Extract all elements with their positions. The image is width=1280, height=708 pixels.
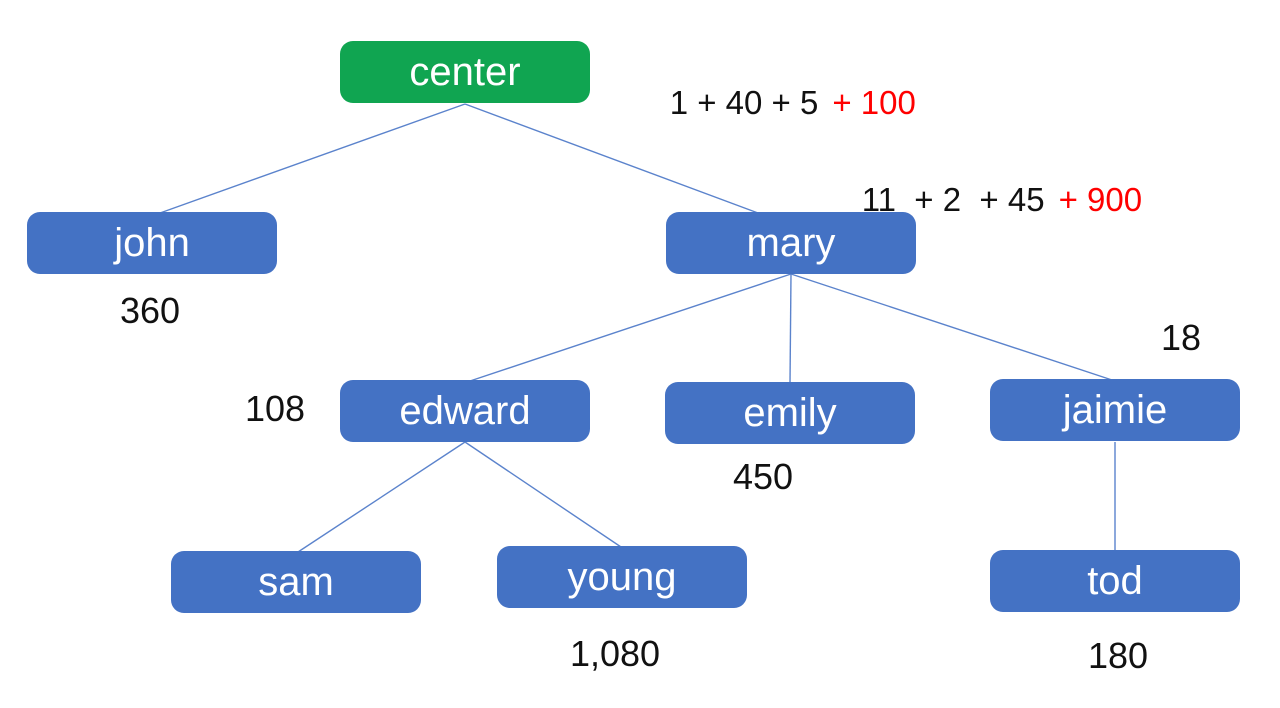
edge-mary-edward <box>469 273 792 382</box>
value-label-emily: 450 <box>732 456 794 497</box>
annotation-center-sum: 1 + 40 + 5 + 100 <box>633 53 916 152</box>
node-emily: emily <box>665 382 915 444</box>
edge-mary-jaimie <box>790 273 1113 381</box>
edge-edward-sam <box>297 441 466 553</box>
annotation-mary-sum-red: + 900 <box>1058 181 1143 218</box>
annotation-center-sum-red: + 100 <box>832 84 916 121</box>
edge-center-mary <box>464 103 759 214</box>
node-center: center <box>340 41 590 103</box>
value-label-jaimie: 18 <box>1160 317 1202 358</box>
edge-center-john <box>159 103 466 214</box>
annotation-mary-sum: 11 + 2 + 45 + 900 <box>825 150 1142 249</box>
node-tod: tod <box>990 550 1240 612</box>
node-edward: edward <box>340 380 590 442</box>
value-label-tod: 180 <box>1087 635 1149 676</box>
edge-mary-emily <box>789 273 792 384</box>
annotation-center-sum-black: 1 + 40 + 5 <box>669 84 819 121</box>
node-jaimie: jaimie <box>990 379 1240 441</box>
node-young: young <box>497 546 747 608</box>
value-label-john: 360 <box>119 290 181 331</box>
edge-edward-young <box>464 441 622 548</box>
node-john: john <box>27 212 277 274</box>
value-label-edward: 108 <box>244 388 306 429</box>
node-sam: sam <box>171 551 421 613</box>
node-mary: mary <box>666 212 916 274</box>
value-label-young: 1,080 <box>569 633 661 674</box>
annotation-mary-sum-black: 11 + 2 + 45 <box>861 181 1045 218</box>
